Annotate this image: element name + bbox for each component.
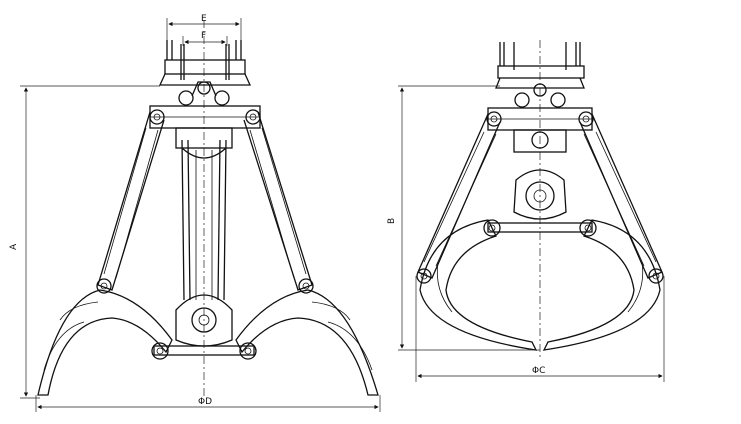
- dimension-b-label: B: [387, 218, 397, 224]
- left-arm-left: [96, 111, 165, 294]
- dimension-a: A: [9, 85, 160, 399]
- dimension-d: ΦD: [35, 395, 381, 412]
- dimension-d-label: ΦD: [198, 397, 212, 407]
- dimension-a-label: A: [9, 243, 19, 250]
- left-jaw-left: [37, 289, 173, 396]
- dimension-e: E: [166, 14, 242, 40]
- right-top-head: [495, 42, 585, 108]
- dimension-f-label: F: [201, 31, 206, 41]
- right-lower-block: [513, 169, 567, 220]
- left-top-head: [158, 40, 252, 106]
- right-arm-left: [416, 113, 501, 284]
- left-crossbeam: [149, 105, 261, 159]
- dimension-c: ΦC: [415, 276, 665, 382]
- dimension-f: F: [182, 31, 228, 46]
- dimension-e-label: E: [201, 14, 207, 24]
- left-tie-bar: [151, 342, 257, 360]
- left-jaw-right: [235, 289, 379, 396]
- right-tie-bar: [483, 219, 597, 237]
- right-crossbeam: [486, 107, 594, 153]
- left-arm-right: [243, 111, 314, 294]
- right-jaw-left: [419, 219, 538, 351]
- left-lower-block: [175, 294, 233, 347]
- dimension-c-label: ΦC: [532, 366, 545, 376]
- dimension-b: B: [387, 85, 540, 351]
- right-arm-right: [579, 113, 664, 284]
- left-cables: [181, 139, 227, 301]
- closed-grab-view: B ΦC: [387, 40, 665, 382]
- open-grab-view: A ΦD E F: [9, 14, 381, 412]
- right-jaw-right: [542, 219, 661, 351]
